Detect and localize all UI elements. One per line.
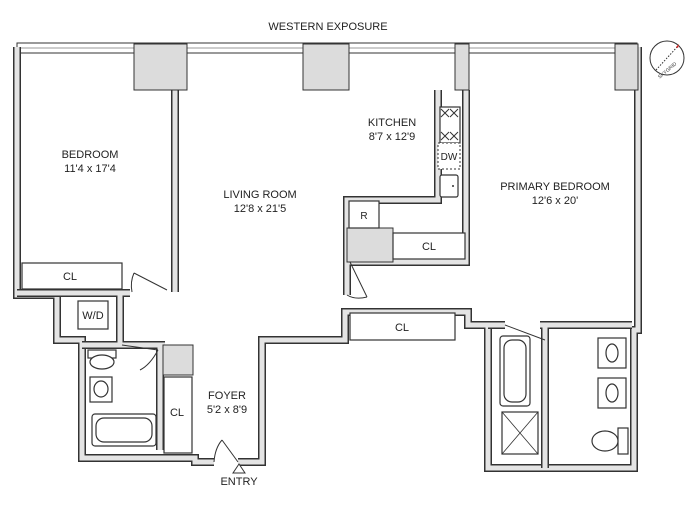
svg-text:CL: CL bbox=[170, 407, 184, 419]
room-foyer: FOYER 5'2 x 8'9 bbox=[207, 390, 247, 416]
room-kitchen: KITCHEN 8'7 x 12'9 bbox=[368, 117, 416, 143]
closet-living: CL bbox=[349, 312, 456, 341]
compass-icon: SKYGRID bbox=[649, 40, 685, 80]
svg-text:W/D: W/D bbox=[82, 310, 103, 322]
room-living: LIVING ROOM 12'8 x 21'5 bbox=[223, 189, 296, 215]
svg-text:LIVING ROOM: LIVING ROOM bbox=[223, 189, 296, 201]
room-bedroom: BEDROOM 11'4 x 17'4 bbox=[62, 149, 119, 175]
structural-columns bbox=[133, 43, 639, 376]
svg-text:5'2 x 8'9: 5'2 x 8'9 bbox=[207, 404, 247, 416]
svg-text:KITCHEN: KITCHEN bbox=[368, 117, 416, 129]
svg-text:CL: CL bbox=[422, 241, 436, 253]
bathroom-fixtures-primary bbox=[499, 335, 629, 455]
exposure-label: WESTERN EXPOSURE bbox=[268, 21, 387, 33]
entry-label: ENTRY bbox=[220, 476, 258, 488]
svg-text:CL: CL bbox=[395, 322, 409, 334]
washer-dryer: W/D bbox=[77, 300, 109, 330]
svg-text:R: R bbox=[360, 211, 367, 222]
refrigerator: R bbox=[348, 200, 380, 229]
bathroom-fixtures-left bbox=[87, 349, 157, 447]
kitchen-sink bbox=[439, 174, 459, 198]
room-primary-bedroom: PRIMARY BEDROOM 12'6 x 20' bbox=[500, 181, 610, 207]
svg-text:DW: DW bbox=[441, 152, 458, 163]
stove bbox=[439, 106, 461, 144]
doors bbox=[121, 261, 546, 463]
exterior-walls bbox=[13, 47, 642, 472]
closet-kitchen: CL bbox=[392, 232, 466, 260]
svg-text:12'6 x 20': 12'6 x 20' bbox=[532, 195, 578, 207]
closet-bedroom: CL bbox=[21, 262, 123, 290]
closet-foyer: CL bbox=[163, 376, 193, 454]
svg-text:PRIMARY BEDROOM: PRIMARY BEDROOM bbox=[500, 181, 610, 193]
svg-text:FOYER: FOYER bbox=[208, 390, 246, 402]
svg-text:CL: CL bbox=[63, 271, 77, 283]
svg-text:11'4 x 17'4: 11'4 x 17'4 bbox=[64, 163, 116, 175]
entry-arrow-icon bbox=[232, 463, 246, 474]
svg-text:8'7 x 12'9: 8'7 x 12'9 bbox=[369, 131, 415, 143]
dishwasher: DW bbox=[437, 142, 461, 170]
svg-text:BEDROOM: BEDROOM bbox=[62, 149, 119, 161]
svg-text:12'8 x 21'5: 12'8 x 21'5 bbox=[234, 203, 287, 215]
